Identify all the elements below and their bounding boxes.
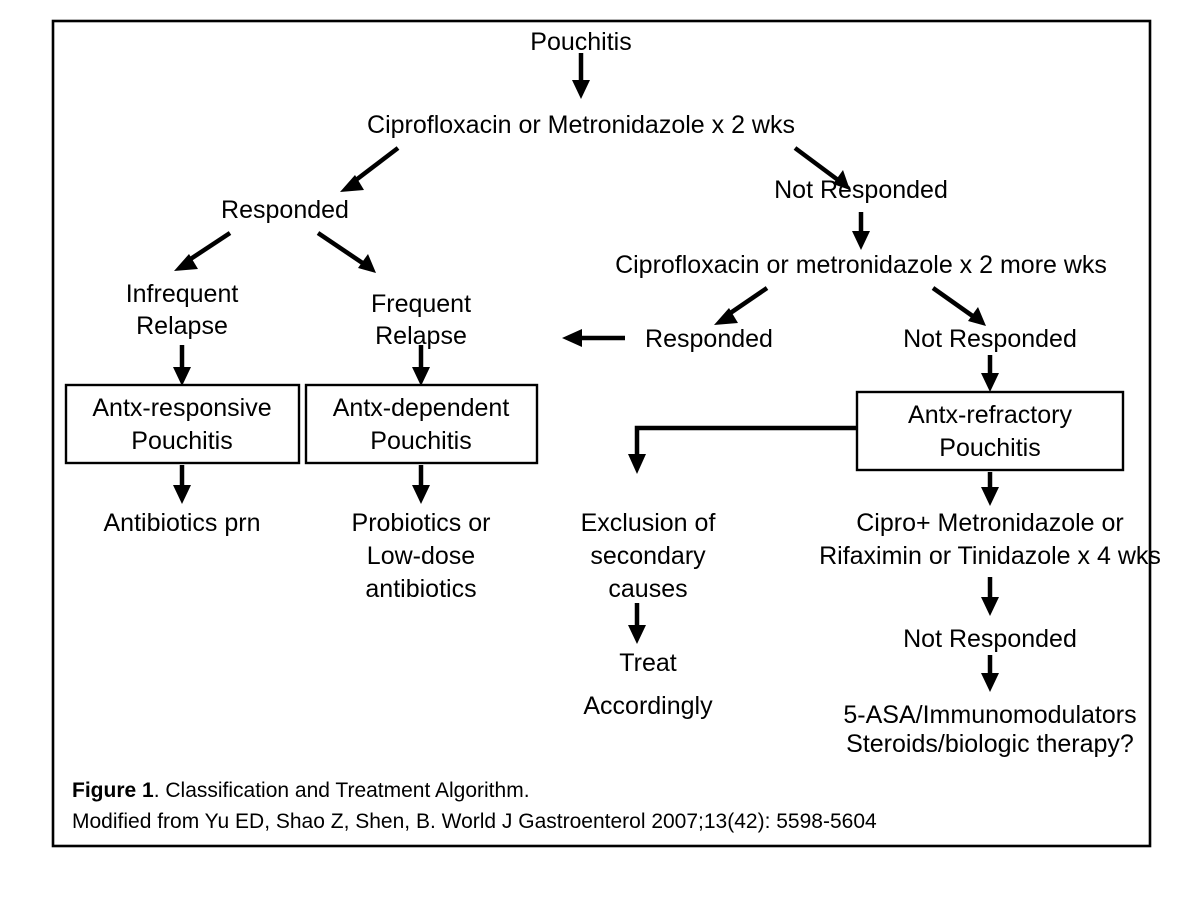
node-infrequent-relapse-line1: Infrequent: [126, 280, 239, 308]
node-not-responded-mid: Not Responded: [903, 325, 1077, 353]
node-frequent-relapse-line2: Relapse: [375, 322, 467, 350]
node-antx-responsive-line2: Pouchitis: [131, 427, 232, 455]
arrow-notrespondedmid-to-antxrefractory: [981, 355, 999, 392]
node-pouchitis: Pouchitis: [530, 28, 631, 56]
node-cipro-combo-line1: Cipro+ Metronidazole or: [856, 509, 1124, 537]
arrow-antxresponsive-to-antibiotics: [173, 465, 191, 504]
arrow-infrequent-to-antxresponsive: [173, 345, 191, 386]
node-treat-line2: Accordingly: [583, 692, 713, 720]
node-infrequent-relapse-line2: Relapse: [136, 312, 228, 340]
arrow-responded-mid-to-left: [562, 329, 625, 347]
node-exclusion-line2: secondary: [590, 542, 706, 570]
figure-caption-line1: Figure 1. Classification and Treatment A…: [72, 779, 530, 802]
node-cipro-combo-line2: Rifaximin or Tinidazole x 4 wks: [819, 542, 1161, 570]
antx-responsive-box: [64, 383, 301, 465]
arrow-frequent-to-antxdependent: [412, 345, 430, 386]
arrow-notresponded-bottom-to-final: [981, 655, 999, 692]
node-frequent-relapse-line1: Frequent: [371, 290, 471, 318]
antx-dependent-box: [304, 383, 539, 465]
node-responded-mid: Responded: [645, 325, 773, 353]
node-antx-refractory-line2: Pouchitis: [939, 434, 1040, 462]
arrow-antxrefractory-to-exclusion: [628, 425, 857, 474]
arrow-pouchitis-to-cipro2wks: [572, 53, 590, 99]
node-not-responded-right: Not Responded: [774, 176, 948, 204]
node-probiotics-line2: Low-dose: [367, 542, 475, 570]
arrow-exclusion-to-treat: [628, 603, 646, 644]
arrow-antxrefractory-to-ciprocombo: [981, 472, 999, 506]
arrow-antxdependent-to-probiotics: [412, 465, 430, 504]
node-probiotics-line3: antibiotics: [365, 575, 476, 603]
antx-refractory-box: [855, 390, 1125, 472]
arrow-cipro2more-to-notresponded-mid: [931, 286, 986, 326]
node-not-responded-bottom: Not Responded: [903, 625, 1077, 653]
arrow-responded-to-infrequent: [174, 231, 232, 271]
node-treat-line1: Treat: [619, 649, 676, 677]
figure-caption-label: Figure 1: [72, 779, 154, 802]
arrow-cipro2more-to-responded-mid: [714, 286, 769, 325]
arrow-cipro2wks-to-notresponded-right: [793, 146, 850, 190]
figure-caption-title: . Classification and Treatment Algorithm…: [154, 779, 530, 802]
node-final-line1: 5-ASA/Immunomodulators: [843, 701, 1136, 729]
node-cipro-metro-2wks: Ciprofloxacin or Metronidazole x 2 wks: [367, 111, 795, 139]
node-exclusion-line1: Exclusion of: [581, 509, 716, 537]
node-probiotics-line1: Probiotics or: [352, 509, 491, 537]
arrow-ciprocombo-to-notresponded-bottom: [981, 577, 999, 616]
node-antx-refractory-line1: Antx-refractory: [908, 401, 1072, 429]
node-cipro-metro-2more: Ciprofloxacin or metronidazole x 2 more …: [615, 251, 1107, 279]
figure-frame: [51, 19, 1152, 848]
arrow-notresponded-to-cipro2more: [852, 212, 870, 250]
node-antx-dependent-line2: Pouchitis: [370, 427, 471, 455]
node-exclusion-line3: causes: [608, 575, 687, 603]
node-antx-dependent-line1: Antx-dependent: [333, 394, 510, 422]
node-final-line2: Steroids/biologic therapy?: [846, 730, 1134, 758]
arrow-responded-to-frequent: [316, 231, 376, 273]
figure-caption-line2: Modified from Yu ED, Shao Z, Shen, B. Wo…: [72, 810, 877, 833]
node-antibiotics-prn: Antibiotics prn: [103, 509, 260, 537]
arrow-cipro2wks-to-responded-left: [340, 146, 400, 192]
node-antx-responsive-line1: Antx-responsive: [92, 394, 271, 422]
node-responded-left: Responded: [221, 196, 349, 224]
